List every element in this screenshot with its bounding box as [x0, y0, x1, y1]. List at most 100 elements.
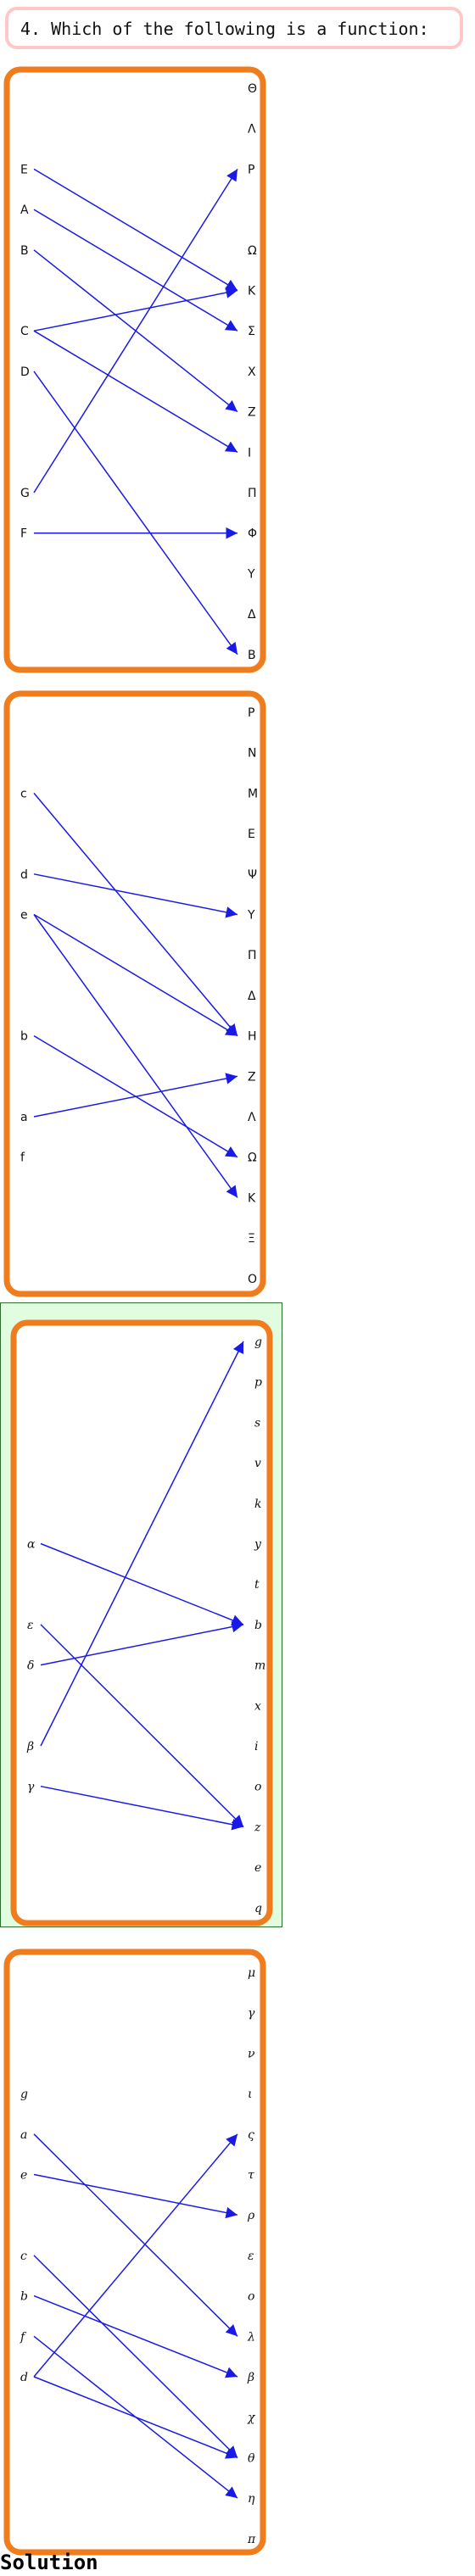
codomain-label: M: [248, 787, 258, 800]
codomain-label: z: [254, 1820, 261, 1834]
codomain-label: ς: [248, 2128, 254, 2142]
codomain-label: Σ: [248, 325, 255, 338]
codomain-label: π: [247, 2533, 256, 2546]
domain-label: a: [20, 2128, 27, 2142]
codomain-label: K: [248, 1191, 256, 1205]
codomain-label: ο: [248, 2290, 254, 2304]
codomain-label: q: [254, 1902, 262, 1915]
codomain-label: P: [248, 163, 254, 176]
codomain-label: γ: [248, 2007, 255, 2021]
mapping-arrow: [40, 1785, 244, 1831]
codomain-label: i: [254, 1740, 258, 1754]
domain-label: g: [20, 2088, 28, 2101]
codomain-label: μ: [248, 1966, 255, 1980]
mapping-arrow: [33, 792, 238, 1037]
codomain-label: Δ: [248, 608, 256, 622]
mapping-arrow: [33, 168, 238, 292]
codomain-label: ρ: [247, 2209, 255, 2222]
mapping-arrow: [33, 2133, 238, 2337]
codomain-label: Π: [248, 949, 257, 962]
panel-border: [3, 690, 266, 1297]
panel-border: [3, 66, 266, 673]
mapping-arrow: [40, 1542, 244, 1626]
codomain-label: Θ: [248, 82, 257, 96]
codomain-label: Λ: [248, 1111, 256, 1124]
codomain-label: Z: [248, 406, 256, 420]
domain-label: f: [20, 2330, 27, 2344]
codomain-label: x: [254, 1699, 261, 1713]
domain-label: e: [20, 909, 28, 923]
solution-label: Solution: [0, 2551, 98, 2574]
codomain-label: Ψ: [248, 868, 257, 882]
codomain-label: τ: [248, 2169, 254, 2183]
codomain-label: Y: [247, 909, 255, 923]
codomain-label: χ: [247, 2412, 256, 2425]
domain-label: b: [20, 1030, 28, 1044]
domain-label: δ: [27, 1659, 34, 1673]
codomain-label: Φ: [248, 527, 257, 541]
codomain-label: Δ: [248, 990, 256, 1003]
domain-label: ε: [27, 1619, 34, 1632]
mapping-arrow: [33, 371, 238, 655]
codomain-label: ε: [248, 2250, 254, 2263]
codomain-label: p: [254, 1376, 262, 1390]
mapping-arrow: [33, 330, 238, 453]
domain-label: β: [26, 1740, 34, 1754]
mapping-arrow: [33, 1073, 238, 1118]
domain-label: e: [20, 2169, 27, 2183]
domain-label: D: [20, 365, 30, 379]
codomain-label: e: [254, 1861, 261, 1875]
mapping-arrow: [33, 913, 238, 1037]
domain-label: f: [20, 1151, 25, 1165]
mapping-arrow: [33, 2133, 238, 2378]
domain-label: d: [20, 868, 28, 882]
codomain-label: m: [254, 1659, 265, 1673]
codomain-label: θ: [248, 2451, 255, 2465]
codomain-label: s: [254, 1416, 260, 1430]
codomain-label: t: [254, 1578, 260, 1592]
codomain-label: Ξ: [248, 1232, 255, 1246]
codomain-label: g: [254, 1335, 262, 1349]
codomain-label: Π: [248, 487, 257, 500]
codomain-label: K: [248, 285, 256, 298]
domain-label: γ: [27, 1781, 35, 1794]
codomain-label: O: [248, 1273, 257, 1286]
domain-label: d: [20, 2371, 28, 2384]
mapping-arrow: [33, 287, 238, 332]
question-text: 4. Which of the following is a function:: [20, 19, 429, 39]
domain-label: G: [20, 487, 30, 500]
domain-label: E: [20, 163, 28, 176]
codomain-label: Ω: [248, 1151, 257, 1165]
mapping-arrow: [33, 873, 238, 918]
domain-label: B: [20, 244, 29, 258]
codomain-label: Z: [248, 1070, 256, 1084]
domain-label: b: [20, 2290, 28, 2304]
mapping-arrow: [33, 914, 238, 1198]
codomain-label: η: [248, 2492, 255, 2506]
codomain-label: o: [254, 1781, 261, 1794]
domain-label: α: [27, 1538, 36, 1552]
codomain-label: β: [247, 2371, 254, 2384]
domain-label: c: [20, 787, 27, 800]
domain-label: F: [20, 527, 27, 541]
mapping-arrow: [33, 209, 238, 332]
domain-label: c: [20, 2250, 27, 2263]
codomain-label: I: [248, 446, 251, 460]
panel-border: [3, 1949, 266, 2556]
domain-label: A: [20, 204, 29, 217]
domain-label: C: [20, 325, 29, 338]
mapping-arrow: [33, 2255, 238, 2458]
mapping-arrow: [33, 2173, 238, 2219]
codomain-label: λ: [247, 2330, 255, 2344]
mapping-arrow: [40, 1620, 244, 1666]
panel-border: [10, 1319, 273, 1926]
codomain-label: P: [248, 706, 254, 720]
mapping-arrow: [33, 2376, 238, 2459]
codomain-label: k: [254, 1497, 261, 1511]
question-box: 4. Which of the following is a function:: [5, 7, 463, 49]
codomain-label: b: [254, 1619, 262, 1632]
